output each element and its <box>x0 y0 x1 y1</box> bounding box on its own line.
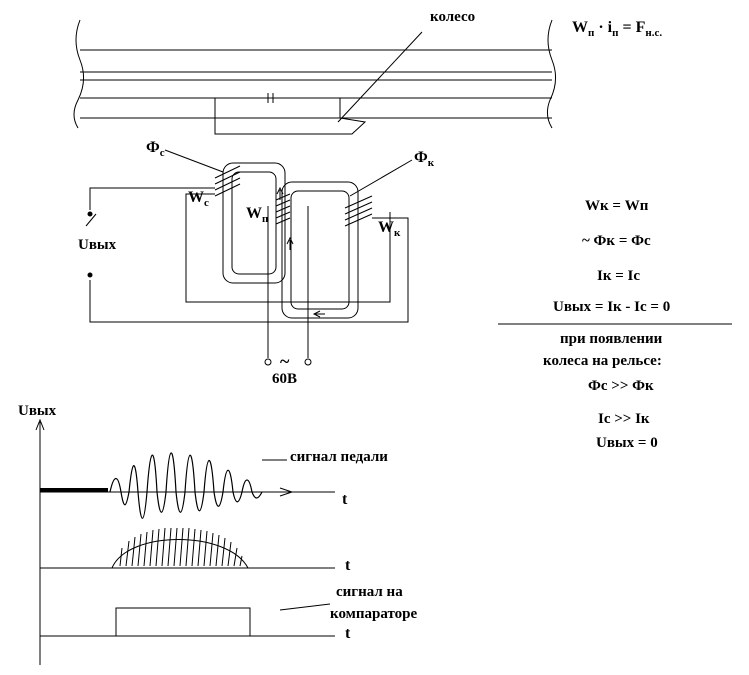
phi-k-leader <box>349 159 413 197</box>
output-circuit <box>85 187 409 323</box>
phi-c-leader <box>164 149 224 173</box>
supply-tilde: ~ <box>280 351 290 371</box>
coil-wc <box>214 165 241 197</box>
u-out-label: Uвых <box>78 237 117 253</box>
w-k-label: Wк <box>378 219 401 239</box>
top-formula: Wп · iп = Fн.с. <box>572 19 663 39</box>
left-core <box>222 162 286 284</box>
t-axis-label-3: t <box>345 625 351 642</box>
eq-wk-wp: Wк = Wп <box>585 198 649 214</box>
phi-c-label: Фс <box>146 139 165 159</box>
eq-output-zero: Uвых = Iк - Iс = 0 <box>553 299 671 315</box>
phi-k-label: Фк <box>414 149 435 169</box>
result-flux: Фс >> Фк <box>588 378 654 394</box>
rail <box>73 19 556 129</box>
condition-line2: колеса на рельсе: <box>543 353 662 369</box>
wheel-label: колесо <box>430 9 476 25</box>
result-output: Uвых = 0 <box>596 435 658 451</box>
eq-currents-equal: Iк = Iс <box>597 268 641 284</box>
right-core <box>281 181 359 319</box>
w-p-label: Wп <box>246 205 269 225</box>
t-axis-label-1: t <box>342 491 348 508</box>
result-currents: Iс >> Iк <box>598 411 650 427</box>
pedal-signal-label: сигнал педали <box>290 449 388 465</box>
condition-line1: при появлении <box>560 331 663 347</box>
comparator-label-line1: сигнал на <box>336 584 403 600</box>
coil-wk <box>344 195 373 227</box>
supply-voltage-label: 60В <box>272 371 298 387</box>
eq-flux-equal: ~ Фк = Фс <box>582 233 651 249</box>
wheel-pointer <box>337 31 423 123</box>
u-axis-label: Uвых <box>18 403 57 419</box>
rectified-fill <box>119 527 243 567</box>
comparator-leader <box>279 603 331 611</box>
pedal-signal-wave <box>109 452 263 519</box>
comparator-label-line2: компараторе <box>330 606 418 622</box>
t-axis-label-2: t <box>345 557 351 574</box>
flux-arrows <box>276 186 325 318</box>
supply-leads <box>264 206 312 366</box>
wheel-flange <box>214 93 367 135</box>
w-c-label: Wс <box>188 189 209 209</box>
coil-wp <box>275 193 291 225</box>
